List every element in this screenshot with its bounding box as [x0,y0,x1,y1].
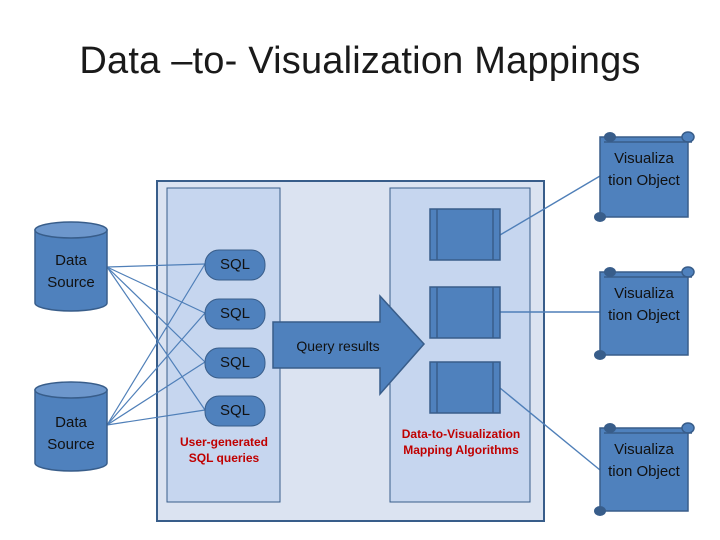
mapping-box [429,361,501,414]
visualization-object-label: Visualiza tion Object [608,441,680,480]
mapping-box [429,286,501,339]
viz-connectors [499,175,601,471]
source-connectors [106,263,206,426]
sql-box [204,249,266,281]
page-title: Data –to- Visualization Mappings [79,40,641,82]
data-source-label: Data Source [47,414,95,453]
visualization-object-label: Visualiza tion Object [608,285,680,324]
sql-queries-column [166,187,281,503]
visualization-object-label: Visualiza tion Object [608,150,680,189]
mapping-box [429,208,501,261]
data-source-label: Data Source [47,252,95,291]
sql-label: SQL [219,305,250,322]
query-results-label: Query results [296,338,380,354]
data-source-cylinder [34,221,108,312]
sql-box [204,347,266,379]
sql-label: SQL [219,256,250,273]
visualization-object-scroll [594,131,695,222]
mapping-caption: Data-to-Visualization Mapping Algorithms [401,427,521,457]
visualization-object-scroll [594,266,695,360]
user-sql-caption: User-generated SQL queries [179,435,269,465]
sql-label: SQL [219,402,250,419]
data-source-cylinder [34,381,108,472]
sql-box [204,395,266,427]
sql-box [204,298,266,330]
visualization-object-scroll [594,422,695,516]
query-results-arrow [272,294,426,396]
sql-label: SQL [219,354,250,371]
